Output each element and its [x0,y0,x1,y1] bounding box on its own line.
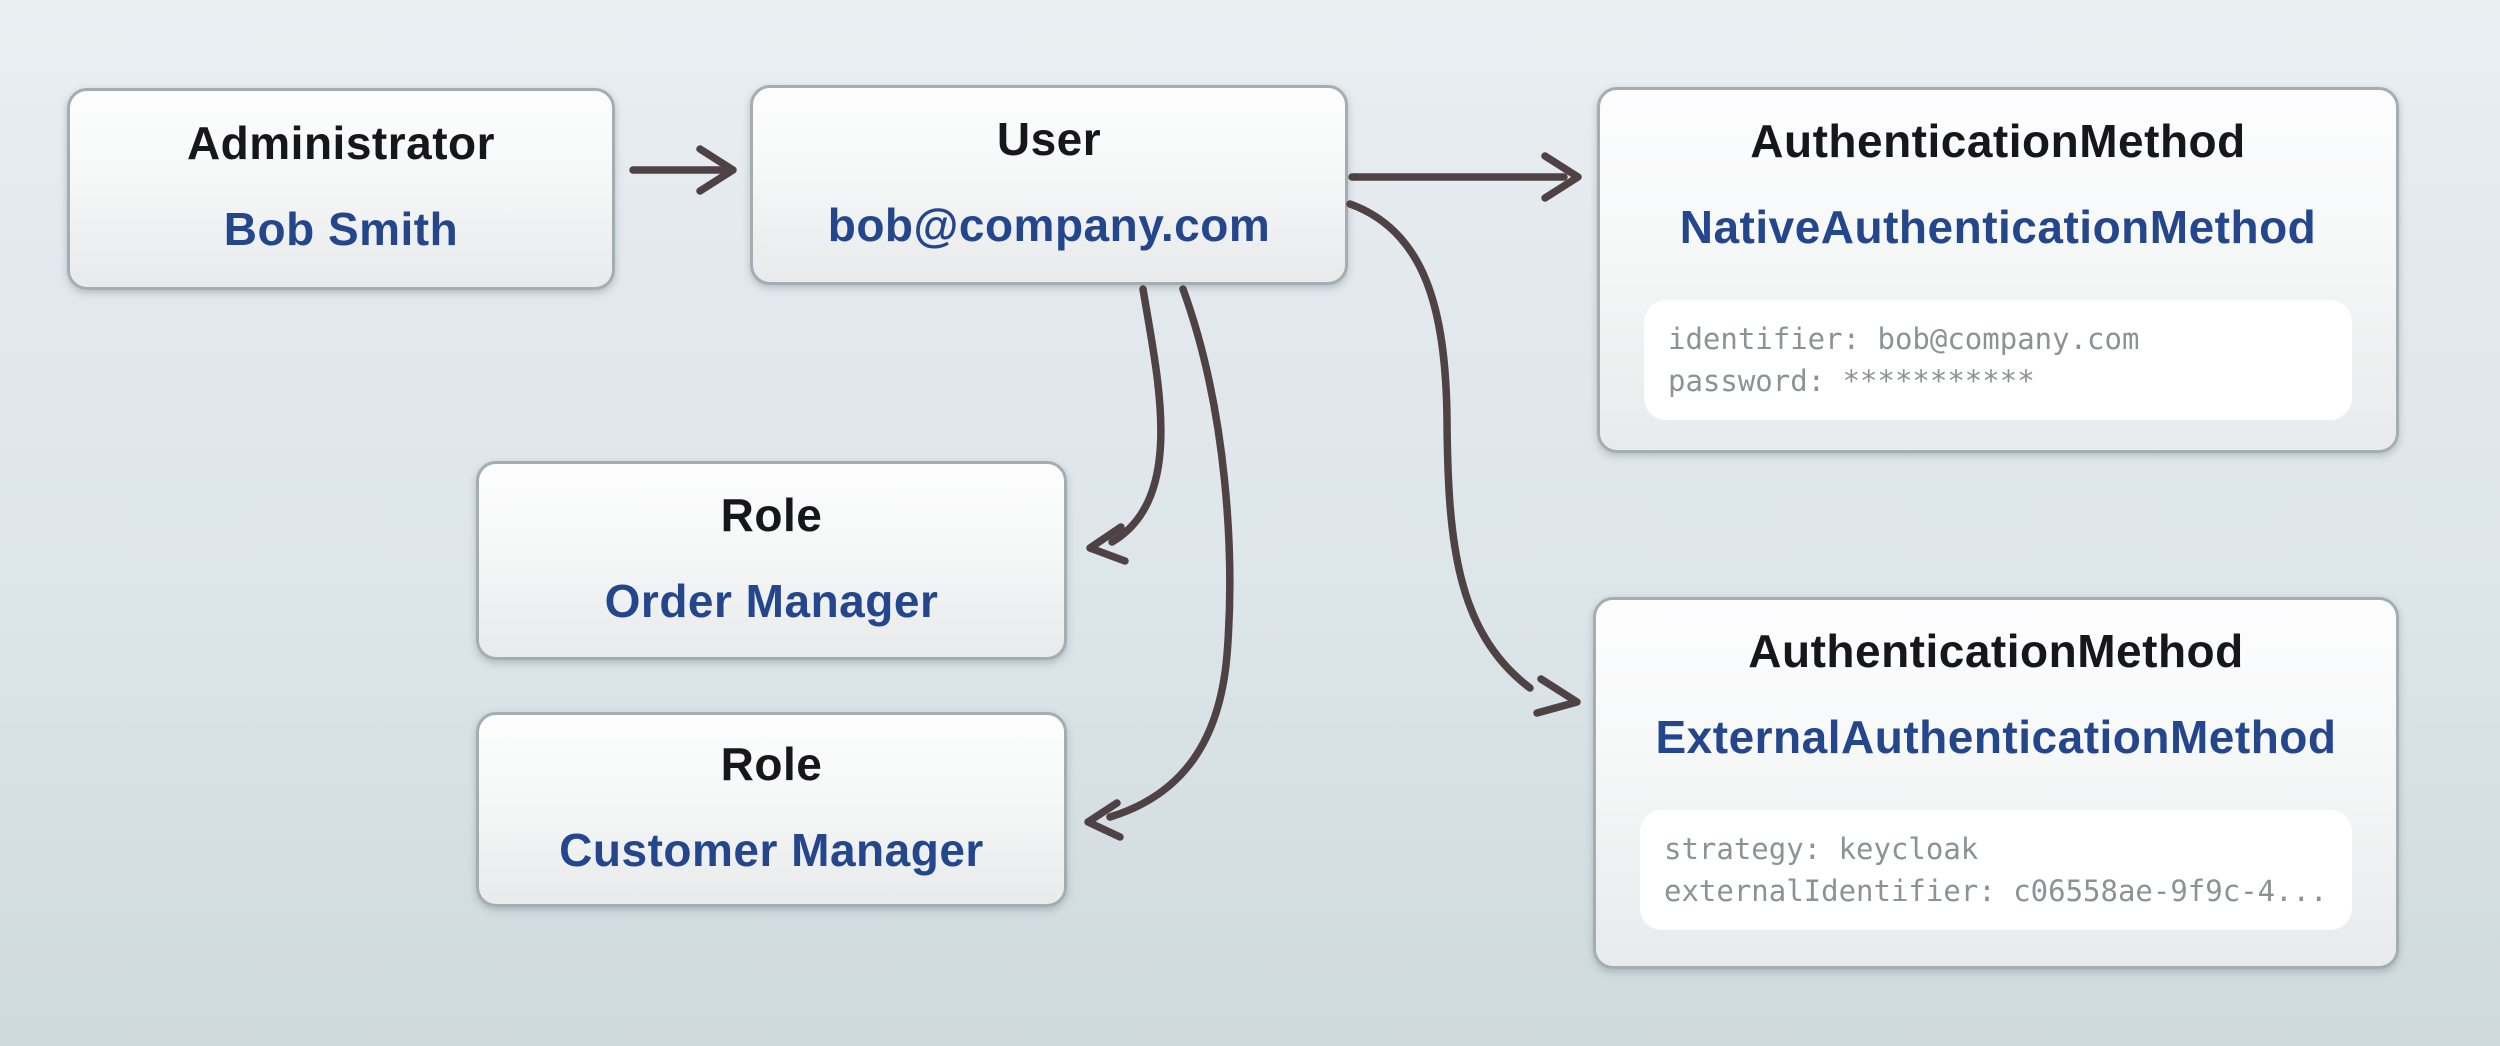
arrow-user-to-order-role [1086,285,1165,565]
native-auth-name-label: NativeAuthenticationMethod [1679,201,2317,253]
user-name-label: bob@company.com [827,199,1271,251]
arrowhead-icon [1086,523,1129,565]
node-native-authentication-method: AuthenticationMethod NativeAuthenticatio… [1597,87,2399,453]
node-role-customer-manager: Role Customer Manager [476,712,1067,907]
arrow-user-to-external-auth [1346,200,1581,717]
arrowhead-icon [696,145,737,195]
customer-role-name-label: Customer Manager [559,823,984,876]
order-role-type-label: Role [720,488,823,541]
customer-role-type-label: Role [720,737,823,790]
user-type-label: User [996,113,1102,165]
external-auth-type-label: AuthenticationMethod [1748,625,2244,677]
external-auth-strategy-field: strategy: keycloak [1664,832,1979,866]
administrator-type-label: Administrator [186,117,496,169]
native-auth-type-label: AuthenticationMethod [1750,115,2246,167]
arrowhead-icon [1541,152,1582,202]
external-auth-identifier-field: externalIdentifier: c06558ae-9f9c-4... [1664,874,2328,908]
native-auth-identifier-field: identifier: bob@company.com [1668,322,2140,356]
arrow-user-to-native-auth [1348,152,1582,202]
node-external-authentication-method: AuthenticationMethod ExternalAuthenticat… [1593,597,2399,969]
node-user: User bob@company.com [750,85,1348,285]
native-auth-password-field: password: *********** [1668,364,2035,398]
order-role-name-label: Order Manager [604,574,939,627]
external-auth-name-label: ExternalAuthenticationMethod [1655,711,2337,763]
arrow-administrator-to-user [629,145,737,195]
external-auth-fields-panel: strategy: keycloak externalIdentifier: c… [1640,810,2352,930]
arrow-user-to-customer-role [1084,285,1234,841]
node-role-order-manager: Role Order Manager [476,461,1067,660]
arrowhead-icon [1533,675,1581,717]
node-administrator: Administrator Bob Smith [67,88,615,290]
administrator-name-label: Bob Smith [223,203,459,255]
arrowhead-icon [1084,799,1124,841]
native-auth-fields-panel: identifier: bob@company.com password: **… [1644,300,2352,420]
